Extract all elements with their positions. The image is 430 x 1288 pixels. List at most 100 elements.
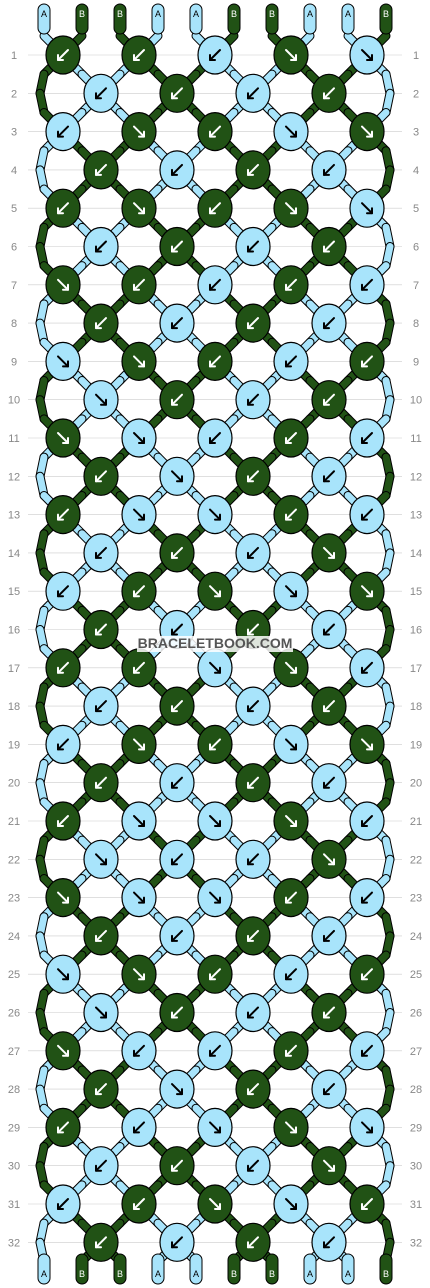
arrow-down-left-icon: [247, 87, 259, 100]
arrow-down-left-icon: [361, 355, 373, 368]
knot: [45, 418, 81, 458]
arrow-down-left-icon: [95, 1236, 107, 1249]
arrow-down-left-icon: [95, 317, 107, 330]
knot: [349, 494, 385, 535]
arrow-down-left-icon: [323, 776, 335, 789]
knot: [159, 992, 195, 1033]
arrow-down-right-icon: [133, 891, 145, 904]
string-end-top: [303, 3, 317, 35]
arrow-down-left-icon: [247, 240, 259, 253]
knot: [197, 112, 233, 152]
arrow-down-right-icon: [209, 585, 221, 598]
knot: [273, 1031, 309, 1071]
string-end-top: [37, 3, 51, 35]
arrow-down-left-icon: [361, 815, 373, 827]
knot: [121, 801, 157, 841]
knot: [197, 877, 233, 918]
knot: [121, 341, 157, 381]
string-letter-bottom: B: [79, 1269, 85, 1279]
arrow-down-right-icon: [285, 815, 297, 827]
knot: [311, 1222, 347, 1262]
row-number-right: 15: [410, 586, 422, 598]
knot: [83, 686, 119, 726]
arrow-down-right-icon: [171, 1083, 183, 1096]
arrow-down-left-icon: [247, 393, 259, 406]
arrow-down-left-icon: [323, 1236, 335, 1249]
row-number-left: 32: [8, 1237, 20, 1249]
string-letter-bottom: A: [345, 1269, 351, 1279]
arrow-down-right-icon: [361, 125, 373, 138]
knot: [273, 188, 309, 228]
knot: [197, 1107, 233, 1148]
knot: [235, 533, 271, 573]
arrow-down-right-icon: [171, 470, 183, 483]
arrow-down-right-icon: [133, 202, 145, 215]
arrow-down-left-icon: [57, 738, 69, 751]
row-number-right: 23: [410, 893, 422, 905]
row-number-right: 10: [410, 395, 422, 407]
string-end-top: [151, 3, 165, 35]
arrow-down-left-icon: [133, 661, 145, 674]
arrow-down-left-icon: [133, 49, 145, 61]
knot: [349, 1107, 385, 1148]
arrow-down-right-icon: [57, 968, 69, 981]
row-number-left: 26: [8, 1008, 20, 1020]
knot: [197, 418, 233, 458]
arrow-down-right-icon: [133, 355, 145, 368]
arrow-down-left-icon: [323, 317, 335, 330]
arrow-down-right-icon: [285, 661, 297, 674]
arrow-down-right-icon: [285, 49, 297, 61]
arrow-down-left-icon: [247, 1236, 259, 1249]
knot: [45, 571, 81, 611]
knot: [311, 992, 347, 1033]
knot: [235, 1069, 271, 1109]
row-number-left: 22: [8, 854, 20, 866]
knot: [159, 1069, 195, 1109]
row-number-right: 14: [410, 548, 422, 560]
row-number-right: 8: [413, 318, 419, 330]
arrow-down-left-icon: [285, 355, 297, 368]
string-letter-top: B: [383, 9, 389, 19]
knot: [159, 533, 195, 573]
arrow-down-left-icon: [57, 1198, 69, 1210]
knot: [349, 1031, 385, 1071]
knot: [45, 112, 81, 152]
string-end-top: [341, 3, 355, 35]
string-letter-top: B: [231, 9, 237, 19]
arrow-down-left-icon: [323, 929, 335, 942]
arrow-down-left-icon: [171, 776, 183, 789]
row-number-right: 24: [410, 931, 422, 943]
string-end-bottom: [189, 1253, 203, 1285]
arrow-down-left-icon: [323, 393, 335, 406]
arrow-down-left-icon: [285, 968, 297, 981]
arrow-down-left-icon: [95, 929, 107, 942]
arrow-down-left-icon: [209, 125, 221, 138]
arrow-down-left-icon: [57, 1121, 69, 1134]
arrow-down-left-icon: [361, 432, 373, 444]
string-end-bottom: [379, 1253, 393, 1285]
row-number-left: 23: [8, 893, 20, 905]
knot: [349, 1184, 385, 1224]
string-letter-top: B: [79, 9, 85, 19]
arrow-down-left-icon: [209, 432, 221, 444]
knot: [83, 303, 119, 343]
row-number-right: 13: [410, 510, 422, 522]
string-letter-top: A: [193, 9, 199, 19]
knot: [159, 73, 195, 113]
arrow-down-right-icon: [133, 815, 145, 827]
knot: [121, 571, 157, 611]
arrow-down-left-icon: [285, 508, 297, 521]
row-number-left: 3: [11, 127, 17, 139]
arrow-down-left-icon: [57, 585, 69, 598]
row-number-left: 15: [8, 586, 20, 598]
arrow-down-left-icon: [247, 1006, 259, 1019]
knot: [273, 112, 309, 152]
arrow-down-left-icon: [285, 278, 297, 291]
knot: [349, 801, 385, 841]
knot: [235, 303, 271, 343]
string-end-top: [227, 3, 241, 35]
knot: [83, 73, 119, 113]
knot: [235, 992, 271, 1033]
